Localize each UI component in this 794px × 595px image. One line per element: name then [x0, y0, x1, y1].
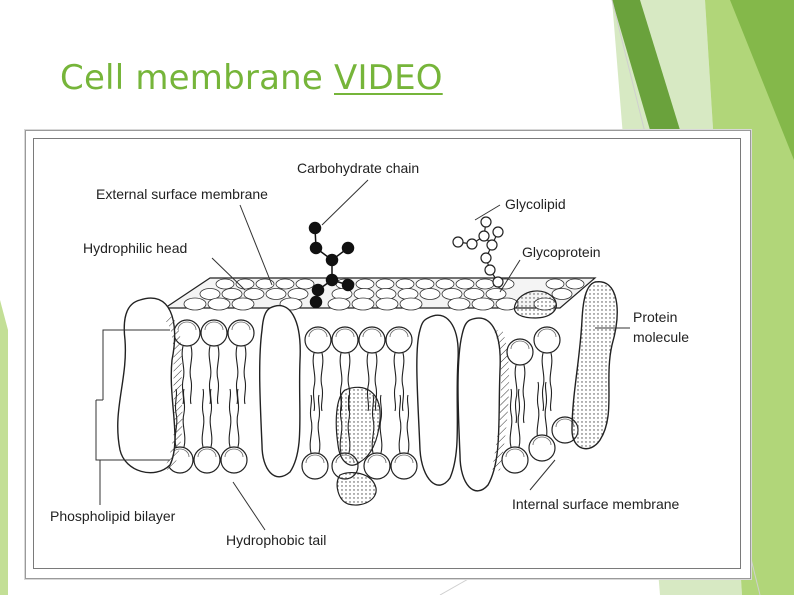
carbohydrate-chain: [308, 221, 355, 309]
protein-center-left: [259, 305, 301, 478]
label-glycoprotein: Glycoprotein: [522, 244, 601, 260]
label-protein-molecule-2: molecule: [633, 329, 689, 345]
deco-shape-dark: [612, 0, 680, 130]
figure-border: [33, 138, 741, 569]
label-hydrophobic-tail: Hydrophobic tail: [226, 532, 326, 548]
bilayer-bracket: [95, 329, 170, 505]
slide-title: Cell membrane VIDEO: [60, 58, 443, 98]
label-carbohydrate-chain: Carbohydrate chain: [297, 160, 419, 176]
label-phospholipid-bilayer: Phospholipid bilayer: [50, 508, 176, 524]
protein-molecules: [117, 281, 618, 506]
deco-line-bottom: [439, 577, 471, 595]
slide-title-text: Cell membrane: [60, 58, 334, 98]
glycolipid-chain: [452, 216, 504, 288]
diagram-labels: Carbohydrate chain External surface memb…: [50, 160, 689, 548]
label-glycolipid: Glycolipid: [505, 196, 566, 212]
protein-center: [335, 386, 381, 466]
label-protein-molecule-1: Protein: [633, 309, 677, 325]
deco-shape-left: [0, 300, 8, 595]
protein-molecule-right: [571, 281, 618, 450]
leader-lines: [211, 179, 630, 531]
label-external-surface-membrane: External surface membrane: [96, 186, 268, 202]
glycoprotein: [513, 290, 557, 319]
label-hydrophilic-head: Hydrophilic head: [83, 240, 187, 256]
label-internal-surface-membrane: Internal surface membrane: [512, 496, 680, 512]
deco-shape-accent: [730, 0, 794, 160]
protein-left: [117, 297, 176, 474]
protein-right-1: [416, 314, 459, 486]
video-link[interactable]: VIDEO: [334, 58, 443, 98]
